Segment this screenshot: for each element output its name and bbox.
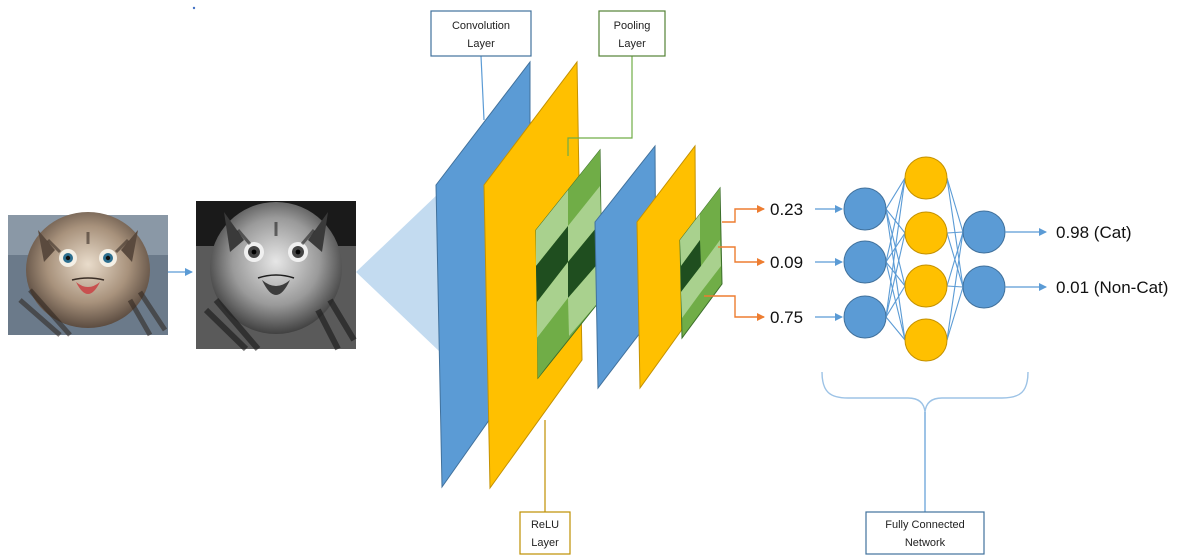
feature-value-2: 0.09 xyxy=(770,253,803,272)
fc-edge xyxy=(885,177,906,263)
svg-text:Pooling: Pooling xyxy=(614,20,651,32)
svg-text:Network: Network xyxy=(905,537,946,549)
input-node-2 xyxy=(843,240,887,284)
fc-edge xyxy=(885,285,906,318)
fc-edge xyxy=(946,231,964,341)
fully-connected-label: Fully Connected Network xyxy=(865,511,985,555)
fc-edges xyxy=(885,177,964,341)
receptive-field xyxy=(356,192,440,352)
fc-edge xyxy=(885,177,906,210)
feature-input-arrows xyxy=(815,205,843,321)
fc-nodes xyxy=(843,156,1006,362)
fc-edge xyxy=(885,177,906,318)
fc-edge xyxy=(885,232,906,318)
convolution-layer-label: Convolution Layer xyxy=(430,10,532,57)
hidden-node-3 xyxy=(904,264,948,308)
pool-callout-line xyxy=(567,56,633,156)
output-node-2 xyxy=(962,265,1006,309)
input-node-3 xyxy=(843,295,887,339)
flatten-arrow-3 xyxy=(704,295,765,321)
feature-value-3: 0.75 xyxy=(770,308,803,327)
hidden-node-1 xyxy=(904,156,948,200)
pooling-layer-label: Pooling Layer xyxy=(598,10,666,57)
flatten-arrows xyxy=(704,205,765,321)
flatten-arrow-1 xyxy=(722,205,765,223)
output-cat: 0.98 (Cat) xyxy=(1056,223,1132,242)
svg-text:Convolution: Convolution xyxy=(452,20,510,32)
flatten-arrow-2 xyxy=(718,246,765,266)
fc-bracket xyxy=(821,371,1029,413)
pooling-layer-1 xyxy=(535,148,603,380)
stray-dot xyxy=(192,6,196,10)
svg-text:ReLU: ReLU xyxy=(531,519,559,531)
fc-edge xyxy=(885,316,906,341)
output-arrows xyxy=(1005,228,1047,291)
svg-text:Layer: Layer xyxy=(467,38,495,50)
pooling-layer-2 xyxy=(679,186,723,340)
conv-callout-line xyxy=(480,55,485,121)
kitten-grayscale-image xyxy=(196,201,357,352)
hidden-node-4 xyxy=(904,318,948,362)
fc-edge xyxy=(946,177,964,233)
svg-text:Layer: Layer xyxy=(618,38,646,50)
fc-edge xyxy=(946,231,964,234)
output-node-1 xyxy=(962,210,1006,254)
fc-edge xyxy=(946,286,964,341)
relu-layer-label: ReLU Layer xyxy=(519,511,571,555)
svg-text:Layer: Layer xyxy=(531,537,559,549)
input-node-1 xyxy=(843,187,887,231)
svg-text:Fully Connected: Fully Connected xyxy=(885,519,965,531)
output-non-cat: 0.01 (Non-Cat) xyxy=(1056,278,1168,297)
hidden-node-2 xyxy=(904,211,948,255)
fc-edge xyxy=(946,231,964,287)
feature-value-1: 0.23 xyxy=(770,200,803,219)
relu-layer-1 xyxy=(483,60,583,490)
kitten-color-image xyxy=(8,212,168,337)
